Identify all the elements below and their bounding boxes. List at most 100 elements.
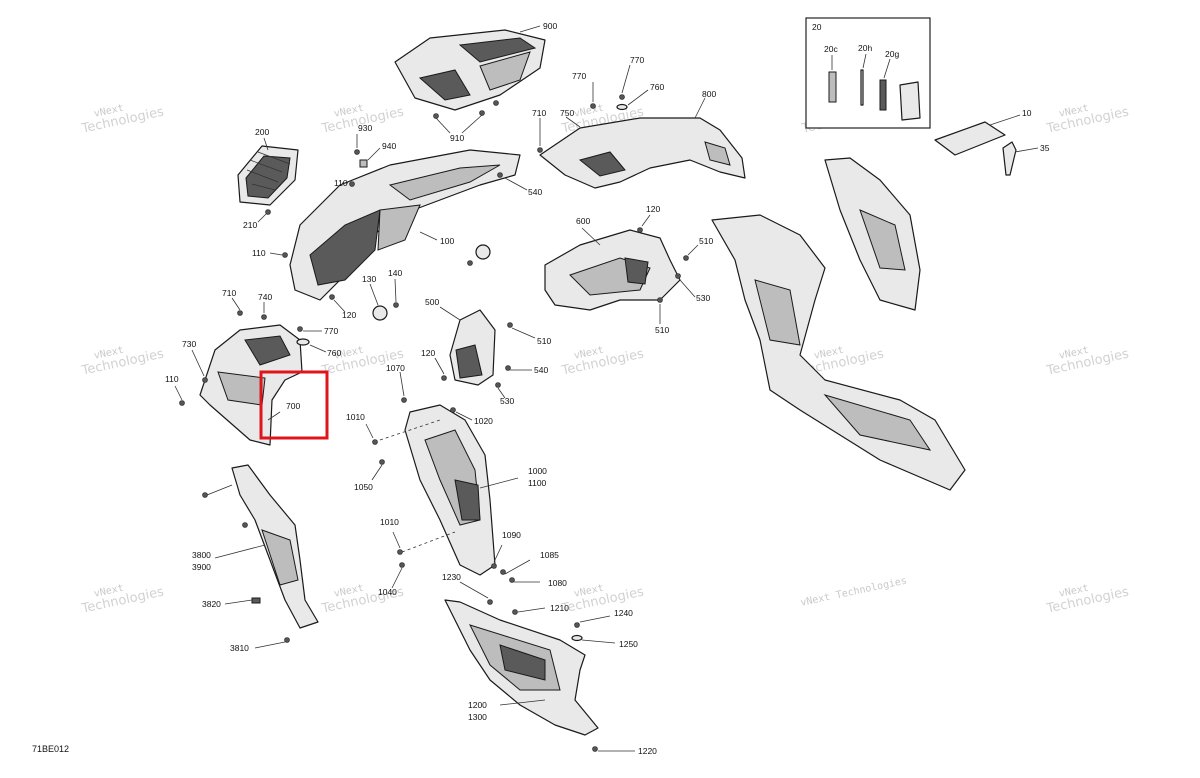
label-1220: 1220 — [638, 746, 657, 756]
screw-530a — [675, 273, 681, 279]
label-500: 500 — [425, 297, 439, 307]
part-100-front-fascia — [289, 149, 521, 301]
screw-110b — [282, 252, 288, 258]
screw-140 — [393, 302, 399, 308]
label-1250: 1250 — [619, 639, 638, 649]
label-1210: 1210 — [550, 603, 569, 613]
part-900-hood-vent — [394, 29, 546, 111]
label-770-b: 770 — [630, 55, 644, 65]
label-700: 700 — [286, 401, 300, 411]
label-200: 200 — [255, 127, 269, 137]
label-510-c: 510 — [537, 336, 551, 346]
label-1100: 1100 — [528, 478, 547, 488]
washer-1250 — [571, 634, 583, 642]
label-600: 600 — [576, 216, 590, 226]
label-3900: 3900 — [192, 562, 211, 572]
part-1200-door-lower — [444, 599, 599, 736]
label-35: 35 — [1040, 143, 1050, 153]
label-120-a: 120 — [342, 310, 356, 320]
label-730: 730 — [182, 339, 196, 349]
label-140: 140 — [388, 268, 402, 278]
part-35-key — [1002, 141, 1017, 176]
part-600-inner-fender — [544, 229, 681, 311]
screw-210 — [265, 209, 271, 215]
label-110-a: 110 — [334, 178, 348, 188]
screw-540b — [505, 365, 511, 371]
screw-1010b — [397, 549, 403, 555]
screw-540a — [497, 172, 503, 178]
label-3820: 3820 — [202, 599, 221, 609]
clip-940 — [359, 159, 368, 168]
label-210: 210 — [243, 220, 257, 230]
inset-kit-20 — [805, 17, 931, 129]
label-1085: 1085 — [540, 550, 559, 560]
label-510-b: 510 — [655, 325, 669, 335]
label-1050: 1050 — [354, 482, 373, 492]
label-20h: 20h — [858, 43, 872, 53]
screw-1010a — [372, 439, 378, 445]
label-530-b: 530 — [500, 396, 514, 406]
screw-910a — [433, 113, 439, 119]
label-120-c: 120 — [421, 348, 435, 358]
label-800: 800 — [702, 89, 716, 99]
part-labels: 900 910 200 210 930 940 110 110 100 540 … — [165, 21, 1050, 756]
label-710-a: 710 — [532, 108, 546, 118]
screw-1070 — [401, 397, 407, 403]
label-740: 740 — [258, 292, 272, 302]
label-540-a: 540 — [528, 187, 542, 197]
screw-910c — [493, 100, 499, 106]
watermark-full: vNext Technologies — [800, 576, 908, 609]
label-1240: 1240 — [614, 608, 633, 618]
screw-710a — [537, 147, 543, 153]
screw-930 — [354, 149, 360, 155]
label-1300: 1300 — [468, 712, 487, 722]
label-900: 900 — [543, 21, 557, 31]
screw-910b — [479, 110, 485, 116]
part-1000-door-frame — [404, 404, 496, 576]
part-800-upper-panel — [539, 117, 746, 189]
screw-730 — [202, 377, 208, 383]
washer-760b — [296, 338, 310, 346]
label-1090: 1090 — [502, 530, 521, 540]
label-3810: 3810 — [230, 643, 249, 653]
label-750: 750 — [560, 108, 574, 118]
figure-code: 71BE012 — [32, 744, 70, 754]
label-710-b: 710 — [222, 288, 236, 298]
highlight-callout-700 — [259, 370, 329, 440]
screw-1210 — [512, 609, 518, 615]
label-1010-a: 1010 — [346, 412, 365, 422]
screw-1220 — [592, 746, 598, 752]
label-540-b: 540 — [534, 365, 548, 375]
screw-120b — [637, 227, 643, 233]
label-910: 910 — [450, 133, 464, 143]
part-130-cap — [372, 305, 388, 321]
label-1200: 1200 — [468, 700, 487, 710]
screw-1050 — [379, 459, 385, 465]
part-20g — [879, 79, 887, 111]
screw-740 — [261, 314, 267, 320]
screw-530b — [495, 382, 501, 388]
screw-3800-top — [202, 492, 208, 498]
label-510-a: 510 — [699, 236, 713, 246]
label-1230: 1230 — [442, 572, 461, 582]
screw-510a — [683, 255, 689, 261]
label-760-b: 760 — [327, 348, 341, 358]
screw-1090 — [491, 563, 497, 569]
label-1040: 1040 — [378, 587, 397, 597]
screw-770c — [297, 326, 303, 332]
screw-1040 — [399, 562, 405, 568]
screw-120c — [441, 375, 447, 381]
label-1070: 1070 — [386, 363, 405, 373]
screw-1080 — [509, 577, 515, 583]
label-760: 760 — [650, 82, 664, 92]
screw-770b — [619, 94, 625, 100]
screw-110a — [349, 181, 355, 187]
part-3800-lower-vertical — [231, 464, 319, 629]
screw-3800-mid — [242, 522, 248, 528]
screw-3810 — [284, 637, 290, 643]
screw-770a — [590, 103, 596, 109]
label-1010-b: 1010 — [380, 517, 399, 527]
label-10: 10 — [1022, 108, 1032, 118]
label-110-c: 110 — [165, 374, 179, 384]
